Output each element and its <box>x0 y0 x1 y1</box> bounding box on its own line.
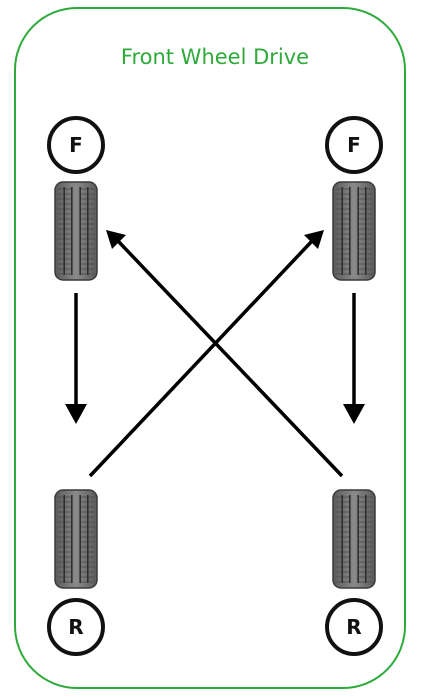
tire-front-left <box>54 181 98 281</box>
badge-front-left-label: F <box>69 133 83 157</box>
frame-border <box>14 7 406 689</box>
arrow-front-left-to-rear-left <box>65 293 87 424</box>
title: Front Wheel Drive <box>121 45 309 69</box>
arrow-rear-right-to-front-left <box>106 230 344 478</box>
badge-rear-right: R <box>325 598 383 656</box>
badge-rear-left-label: R <box>68 615 83 639</box>
badge-rear-left: R <box>47 598 105 656</box>
arrow-rear-left-to-front-right <box>88 230 324 478</box>
tire-rear-right <box>332 489 376 589</box>
badge-front-right-label: F <box>347 133 361 157</box>
badge-front-left: F <box>47 116 105 174</box>
badge-rear-right-label: R <box>346 615 361 639</box>
arrow-front-right-to-rear-right <box>343 293 365 424</box>
badge-front-right: F <box>325 116 383 174</box>
tire-front-right <box>332 181 376 281</box>
tire-rear-left <box>54 489 98 589</box>
